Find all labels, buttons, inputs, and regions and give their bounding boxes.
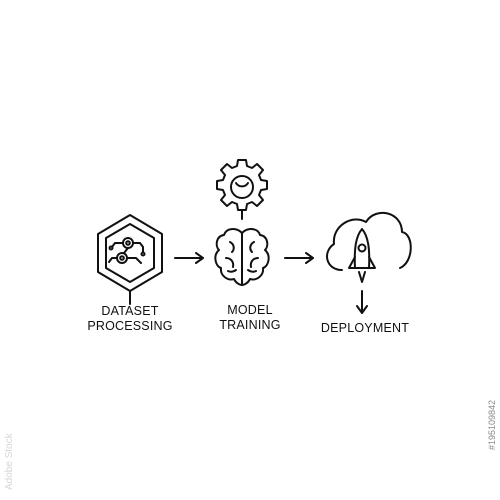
label-line: DATASET [101,304,159,318]
stock-id-watermark: #195109842 [487,399,497,450]
label-line: DEPLOYMENT [320,321,410,335]
label-line: TRAINING [219,318,281,332]
label-line: PROCESSING [87,319,173,333]
gear-icon [216,159,268,220]
arrow-right-icon [284,252,314,264]
label-deployment: DEPLOYMENT [305,321,425,336]
label-dataset-processing: DATASET PROCESSING [75,304,185,334]
brain-icon [214,228,270,286]
rocket-cloud-icon [326,212,412,314]
label-line: MODEL [227,303,273,317]
stock-logo-watermark: Adobe Stock [4,433,15,490]
arrow-right-icon [174,252,204,264]
label-model-training: MODEL TRAINING [190,303,310,333]
dataset-hexagon-icon [97,214,163,305]
